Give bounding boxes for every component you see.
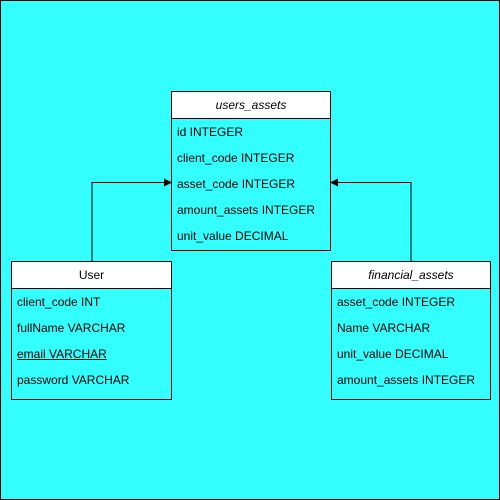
entity-financial-assets[interactable]: financial_assets asset_code INTEGER Name…: [331, 261, 491, 400]
field-users-assets-client-code: client_code INTEGER: [177, 151, 295, 165]
connector-user-to-users-assets: [91, 178, 172, 261]
field-users-assets-asset-code: asset_code INTEGER: [177, 177, 296, 191]
connector-financial-assets-to-users-assets: [330, 178, 412, 261]
field-financial-assets-unit-value: unit_value DECIMAL: [337, 347, 449, 361]
entity-financial-assets-title: financial_assets: [332, 262, 490, 289]
entity-users-assets-title: users_assets: [172, 92, 330, 119]
field-financial-assets-asset-code: asset_code INTEGER: [337, 295, 456, 309]
field-financial-assets-amount-assets: amount_assets INTEGER: [337, 373, 476, 387]
field-users-assets-amount-assets: amount_assets INTEGER: [177, 203, 316, 217]
entity-users-assets[interactable]: users_assets id INTEGER client_code INTE…: [171, 91, 331, 251]
entity-user[interactable]: User client_code INT fullName VARCHAR em…: [11, 261, 172, 400]
field-users-assets-id: id INTEGER: [177, 125, 244, 139]
field-user-client-code: client_code INT: [17, 295, 101, 309]
field-user-password: password VARCHAR: [17, 373, 130, 387]
field-user-fullname: fullName VARCHAR: [17, 321, 126, 335]
field-users-assets-unit-value: unit_value DECIMAL: [177, 229, 289, 243]
field-financial-assets-name: Name VARCHAR: [337, 321, 431, 335]
field-user-email: email VARCHAR: [17, 347, 107, 361]
entity-user-title: User: [12, 262, 171, 289]
